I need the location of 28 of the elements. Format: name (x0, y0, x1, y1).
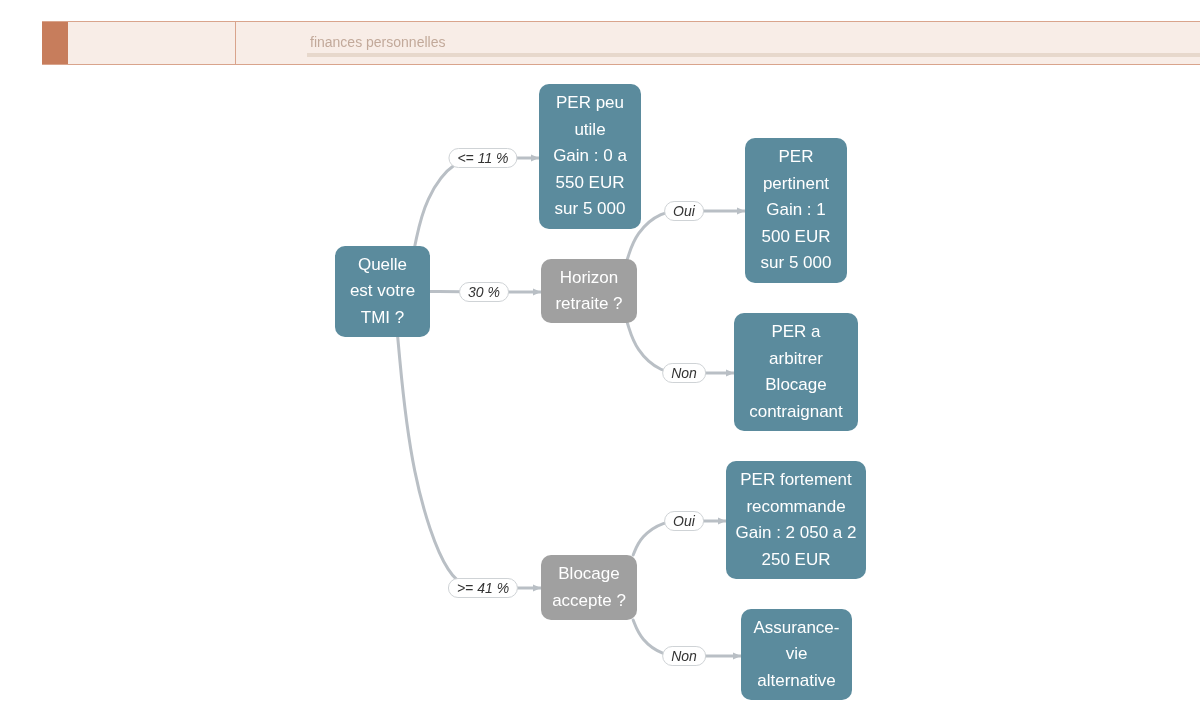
node-text: Gain : 0 a 550 EUR sur 5 000 (552, 145, 628, 221)
edge-label: Oui (664, 201, 704, 221)
result-box (745, 138, 847, 283)
node-text: Assurance-vie alternative (752, 616, 841, 692)
edge-label: Non (662, 646, 706, 666)
edge-label: 30 % (459, 282, 509, 302)
node-text: Blocage contraignant (748, 374, 844, 423)
node-text: PER a arbitrer (768, 321, 824, 370)
node-text: PER fortement recommande (739, 469, 853, 518)
edge-label: Oui (664, 511, 704, 531)
node-text: Gain : 1 500 EUR sur 5 000 (759, 199, 833, 275)
result-box (734, 313, 858, 431)
edge-label: >= 41 % (447, 578, 519, 598)
edge-label: <= 11 % (448, 148, 518, 168)
result-box (726, 461, 866, 579)
question-box (541, 259, 637, 323)
node-text: PER peu utile (554, 92, 625, 141)
node-text: PER pertinent (761, 146, 831, 195)
question-box (541, 555, 637, 620)
node-text: Blocage accepte ? (551, 563, 627, 612)
edge-label: Non (662, 363, 706, 383)
section-title: finances personnelles (310, 34, 446, 51)
node-text: Horizon retraite ? (554, 266, 624, 315)
result-box (539, 84, 641, 229)
node-text: Quelle est votre TMI ? (348, 253, 417, 329)
node-text: Gain : 2 050 a 2 250 EUR (734, 522, 858, 571)
question-box (335, 246, 430, 337)
result-box (741, 609, 852, 700)
